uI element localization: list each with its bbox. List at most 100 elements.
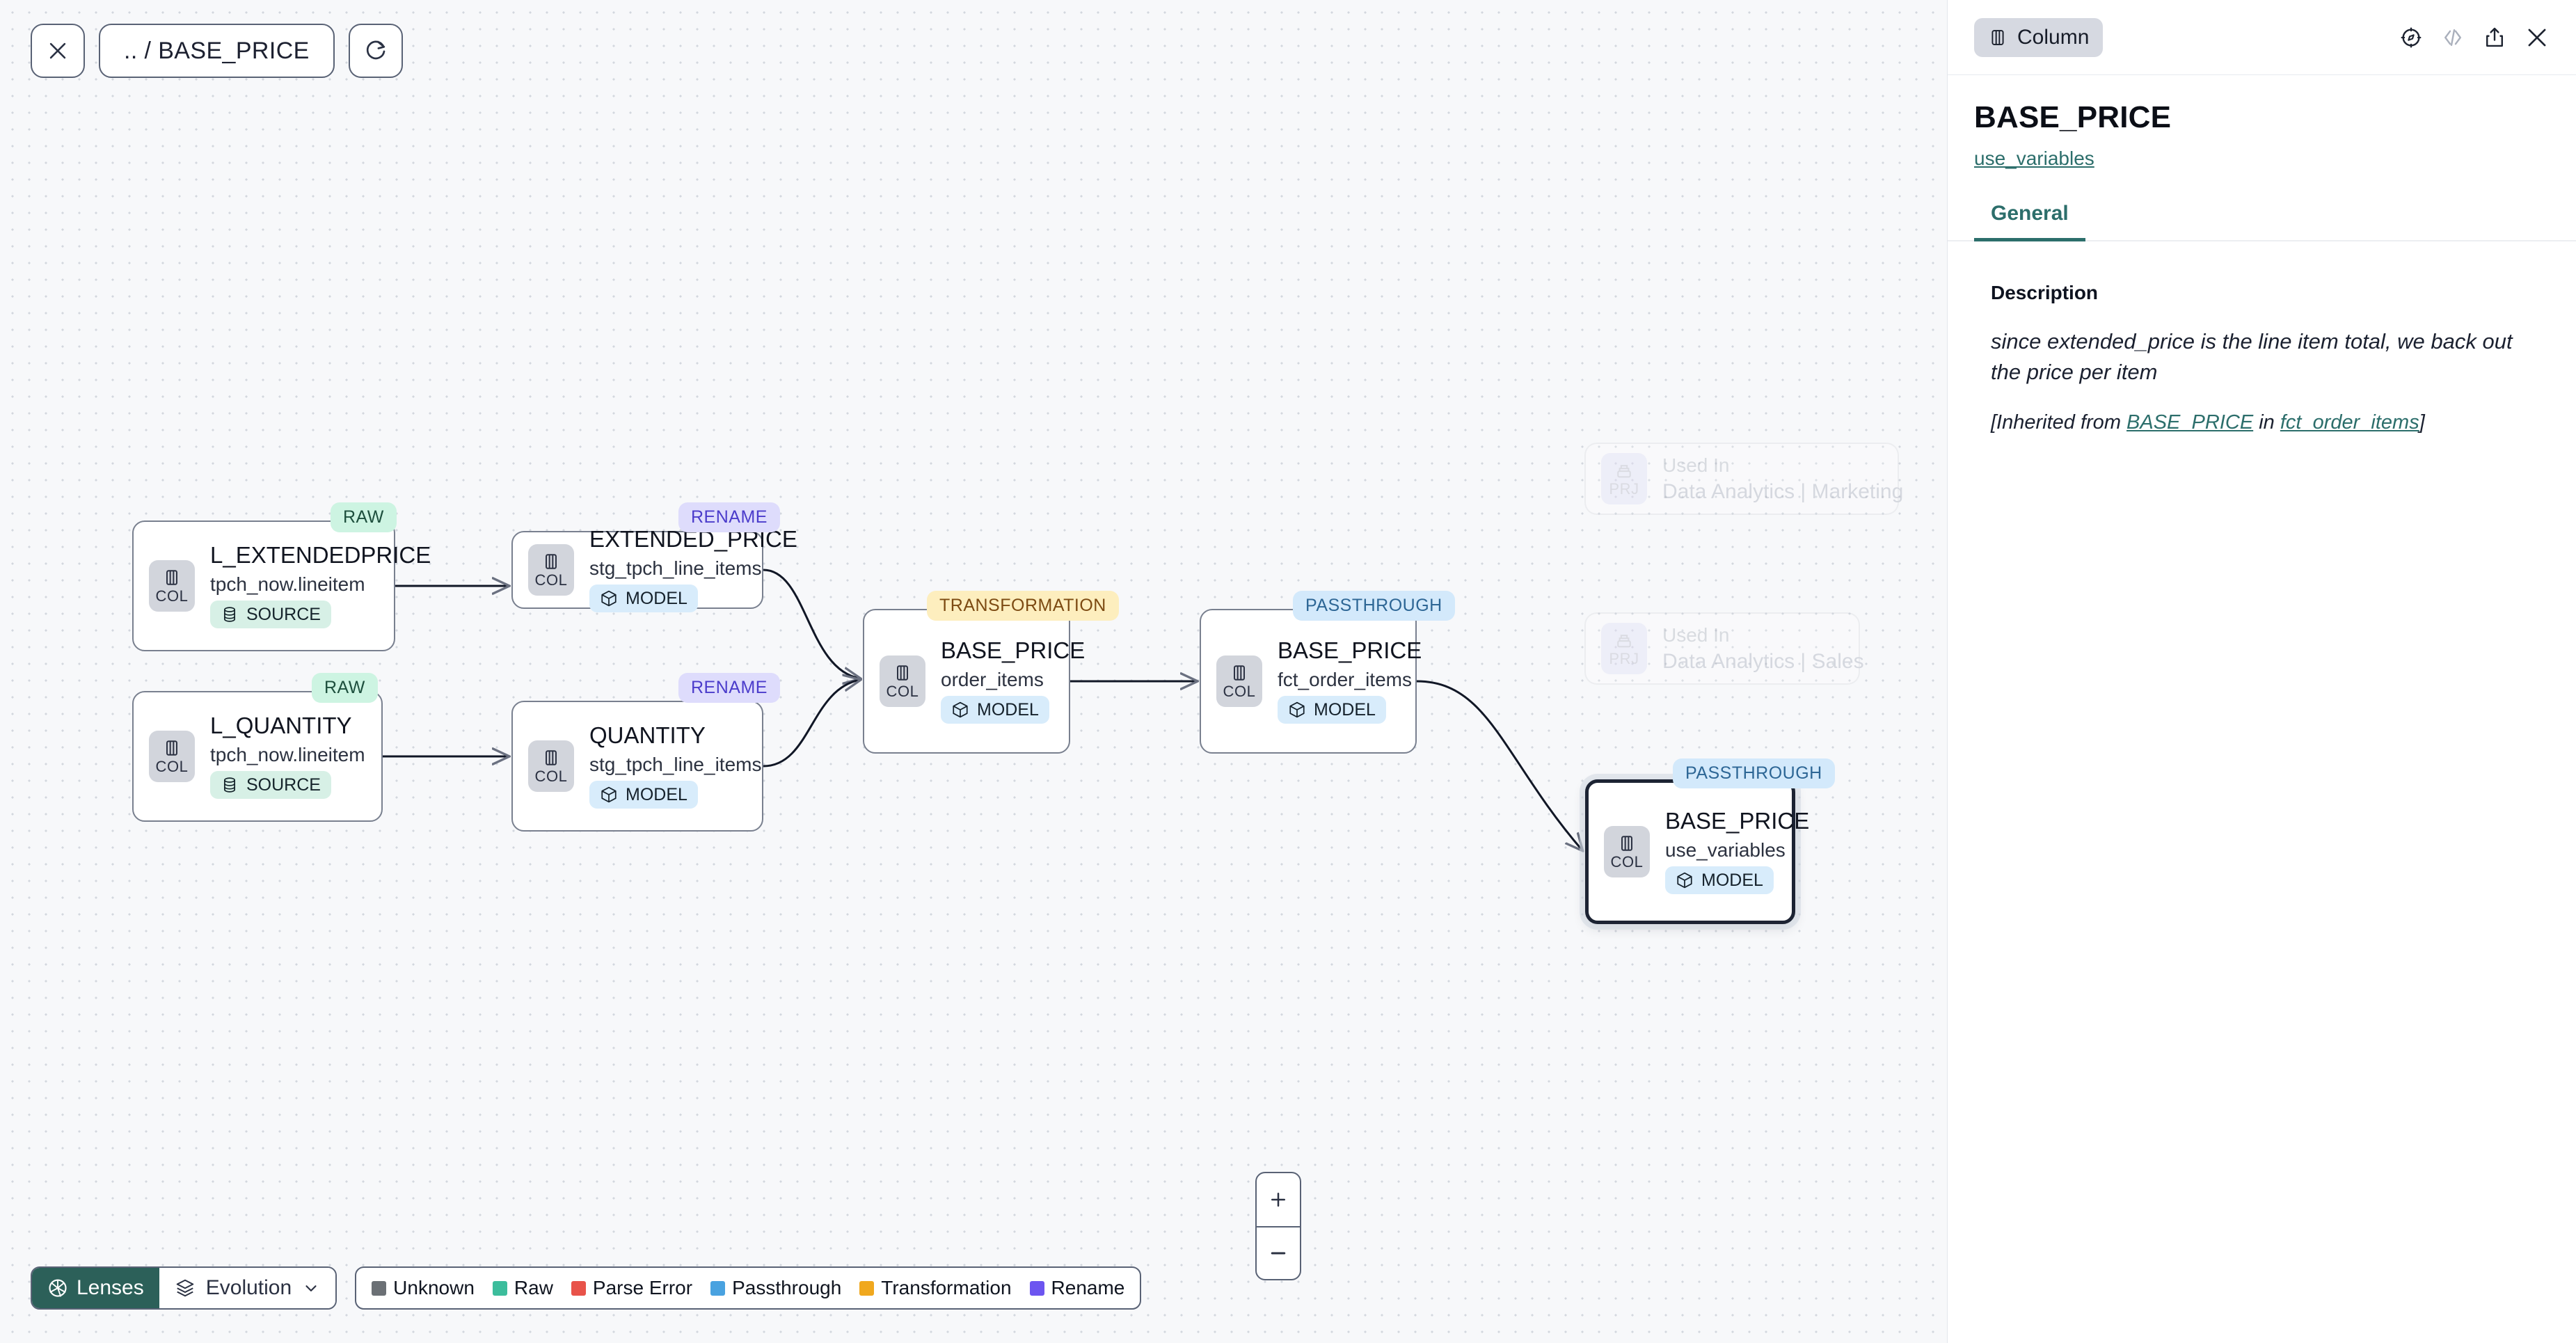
column-type-label: COL	[155, 758, 189, 775]
column-type-tag: COL	[528, 740, 574, 792]
node-type-badge: PASSTHROUGH	[1673, 758, 1835, 788]
column-icon	[166, 740, 177, 756]
column-type-tag: COL	[149, 731, 195, 782]
legend-label: Rename	[1051, 1277, 1125, 1298]
tab-general[interactable]: General	[1974, 202, 2085, 241]
legend-swatch	[571, 1280, 586, 1296]
inherited-middle: in	[2253, 411, 2280, 434]
legend-item[interactable]: Parse Error	[571, 1277, 692, 1299]
close-panel-button[interactable]	[2525, 25, 2550, 50]
node-kind-label: MODEL	[1314, 699, 1376, 720]
node-type-badge: TRANSFORMATION	[927, 591, 1119, 621]
inherited-model-link[interactable]: fct_order_items	[2280, 411, 2419, 434]
canvas-toolbar: .. / BASE_PRICE	[31, 24, 403, 78]
legend-item[interactable]: Transformation	[859, 1277, 1012, 1299]
node-title: BASE_PRICE	[1278, 637, 1422, 663]
node-subtitle: tpch_now.lineitem	[210, 743, 365, 765]
used-in-label: Used In	[1662, 623, 1730, 646]
cube-icon	[953, 701, 968, 718]
node-type-badge: PASSTHROUGH	[1293, 591, 1455, 621]
parent-model-link[interactable]: use_variables	[1974, 148, 2094, 169]
share-icon[interactable]	[2483, 26, 2506, 49]
node-subtitle: stg_tpch_line_items	[589, 753, 762, 775]
legend-item[interactable]: Rename	[1029, 1277, 1125, 1299]
close-graph-button[interactable]	[31, 24, 85, 78]
legend-label: Raw	[514, 1277, 553, 1298]
inherited-suffix: ]	[2419, 411, 2425, 434]
node-kind-badge: MODEL	[941, 696, 1049, 724]
node-kind-label: MODEL	[1701, 870, 1763, 890]
zoom-out-button[interactable]	[1257, 1226, 1300, 1279]
node-kind-label: SOURCE	[246, 774, 321, 795]
entity-type-label: Column	[2017, 25, 2090, 49]
column-type-tag: COL	[149, 560, 195, 612]
minus-icon	[1271, 1252, 1286, 1255]
compass-icon[interactable]	[2399, 26, 2423, 49]
node-title: BASE_PRICE	[941, 637, 1086, 663]
refresh-button[interactable]	[348, 24, 403, 78]
aperture-icon	[49, 1279, 67, 1297]
legend-item[interactable]: Raw	[492, 1277, 553, 1299]
node-title: L_QUANTITY	[210, 712, 352, 738]
code-icon[interactable]	[2441, 26, 2465, 49]
column-type-tag: COL	[528, 544, 574, 596]
legend-item[interactable]: Unknown	[372, 1277, 475, 1299]
node-subtitle: stg_tpch_line_items	[589, 557, 762, 579]
panel-header-actions	[2399, 25, 2550, 50]
bottom-toolbar: Lenses Evolution Unknown Raw Parse Error Pa…	[31, 1266, 1142, 1310]
legend-swatch	[859, 1280, 875, 1296]
lenses-label: Lenses	[77, 1276, 144, 1299]
lenses-button[interactable]: Lenses	[32, 1268, 159, 1308]
column-type-tag: COL	[1604, 826, 1650, 877]
legend-swatch	[372, 1280, 387, 1296]
node-type-badge: RENAME	[678, 673, 780, 703]
node-subtitle: tpch_now.lineitem	[210, 573, 365, 595]
column-icon	[1234, 665, 1245, 681]
node-kind-badge: MODEL	[1665, 866, 1774, 895]
node-kind-label: MODEL	[977, 699, 1039, 720]
column-type-label: COL	[886, 683, 919, 700]
refresh-icon	[366, 40, 385, 60]
evolution-dropdown[interactable]: Evolution	[159, 1268, 336, 1308]
database-icon	[223, 607, 236, 622]
legend-item[interactable]: Passthrough	[710, 1277, 841, 1299]
zoom-in-button[interactable]	[1257, 1173, 1300, 1226]
project-type-tag: PRJ	[1601, 623, 1647, 674]
cube-icon	[601, 786, 617, 803]
entity-type-chip[interactable]: Column	[1974, 17, 2104, 57]
page-title: BASE_PRICE	[1974, 100, 2172, 134]
description-text: since extended_price is the line item to…	[1991, 329, 2513, 385]
legend-swatch	[710, 1280, 726, 1296]
legend-label: Parse Error	[592, 1277, 693, 1298]
legend-label: Passthrough	[732, 1277, 842, 1298]
project-icon	[1617, 635, 1631, 648]
node-kind-label: SOURCE	[246, 604, 321, 624]
inherited-column-link[interactable]: BASE_PRICE	[2126, 411, 2254, 434]
breadcrumb[interactable]: .. / BASE_PRICE	[99, 24, 335, 78]
zoom-control[interactable]	[1255, 1172, 1301, 1280]
chevron-down-icon	[305, 1285, 317, 1292]
cube-icon	[1677, 872, 1692, 889]
